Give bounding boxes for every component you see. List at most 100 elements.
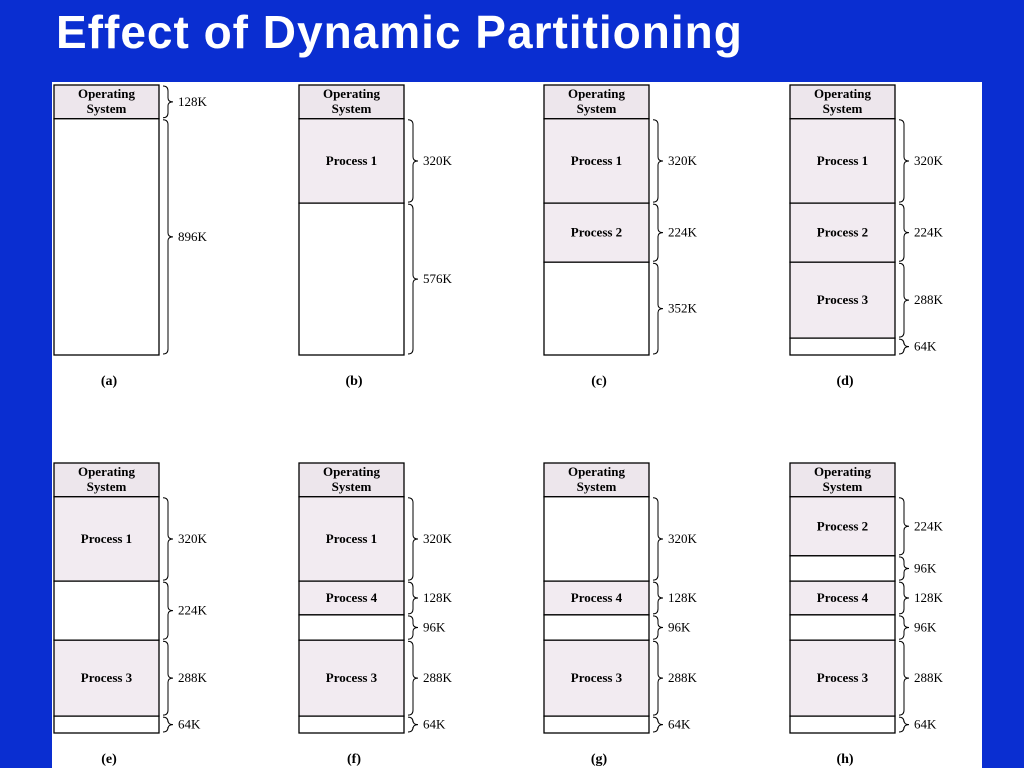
free-block <box>543 261 650 356</box>
os-block <box>789 462 896 498</box>
size-brace <box>652 262 664 355</box>
process-block <box>543 202 650 263</box>
free-block <box>789 614 896 641</box>
size-label: 224K <box>178 603 208 618</box>
os-label: Operating <box>323 86 381 101</box>
size-label: 64K <box>914 717 937 732</box>
size-label: 288K <box>423 670 453 685</box>
size-label: 96K <box>914 560 937 575</box>
free-block <box>789 337 896 356</box>
os-label: Operating <box>814 86 872 101</box>
size-label: 320K <box>914 153 944 168</box>
panel-caption: (g) <box>591 752 608 767</box>
size-label: 288K <box>668 670 698 685</box>
size-label: 64K <box>178 717 201 732</box>
free-block <box>543 496 650 582</box>
size-brace <box>652 581 664 615</box>
panel-caption: (a) <box>101 374 118 389</box>
os-label: System <box>577 479 617 494</box>
process-label: Process 1 <box>326 153 377 168</box>
os-label: System <box>332 479 372 494</box>
os-label: System <box>577 101 617 116</box>
process-label: Process 4 <box>326 590 378 605</box>
process-block <box>789 118 896 204</box>
size-brace <box>162 119 174 355</box>
panel-caption: (h) <box>836 752 853 767</box>
panel-caption: (f) <box>347 752 361 767</box>
size-brace <box>898 581 910 615</box>
os-label: System <box>823 101 863 116</box>
size-label: 320K <box>178 531 208 546</box>
free-block <box>789 555 896 582</box>
process-block <box>298 118 405 204</box>
size-label: 320K <box>668 531 698 546</box>
size-label: 224K <box>914 225 944 240</box>
size-brace <box>162 85 174 119</box>
size-label: 224K <box>914 518 944 533</box>
size-label: 128K <box>178 94 208 109</box>
process-block <box>789 580 896 616</box>
size-brace <box>898 640 910 716</box>
size-brace <box>407 716 419 733</box>
size-brace <box>898 556 910 581</box>
free-block <box>298 715 405 734</box>
process-label: Process 3 <box>326 670 378 685</box>
os-label: Operating <box>323 464 381 479</box>
free-block <box>53 118 160 356</box>
size-label: 896K <box>178 229 208 244</box>
size-brace <box>898 119 910 203</box>
size-label: 288K <box>914 670 944 685</box>
size-label: 224K <box>668 225 698 240</box>
process-label: Process 1 <box>817 153 868 168</box>
size-label: 320K <box>668 153 698 168</box>
size-brace <box>652 497 664 581</box>
process-label: Process 3 <box>571 670 623 685</box>
size-brace <box>407 497 419 581</box>
size-label: 320K <box>423 153 453 168</box>
size-brace <box>898 497 910 556</box>
size-label: 96K <box>423 620 446 635</box>
free-block <box>53 580 160 641</box>
size-brace <box>652 615 664 640</box>
free-block <box>543 715 650 734</box>
process-label: Process 2 <box>571 225 622 240</box>
process-label: Process 3 <box>817 670 869 685</box>
free-block <box>789 715 896 734</box>
size-brace <box>407 581 419 615</box>
process-block <box>543 639 650 717</box>
process-label: Process 2 <box>817 518 868 533</box>
os-block <box>543 84 650 120</box>
size-label: 288K <box>914 292 944 307</box>
size-brace <box>407 119 419 203</box>
panel-caption: (e) <box>101 752 117 767</box>
process-block <box>53 496 160 582</box>
panel-caption: (d) <box>836 374 853 389</box>
process-block <box>543 580 650 616</box>
process-block <box>298 639 405 717</box>
process-block <box>789 496 896 557</box>
size-label: 320K <box>423 531 453 546</box>
free-block <box>298 202 405 356</box>
free-block <box>53 715 160 734</box>
process-block <box>789 639 896 717</box>
size-brace <box>898 615 910 640</box>
os-block <box>543 462 650 498</box>
os-block <box>53 84 160 120</box>
size-label: 352K <box>668 301 698 316</box>
os-label: Operating <box>568 86 626 101</box>
process-label: Process 3 <box>817 292 869 307</box>
os-label: Operating <box>568 464 626 479</box>
size-brace <box>162 716 174 733</box>
os-block <box>298 84 405 120</box>
os-label: System <box>87 101 127 116</box>
size-label: 96K <box>914 620 937 635</box>
size-brace <box>652 716 664 733</box>
os-label: Operating <box>78 464 136 479</box>
size-label: 288K <box>178 670 208 685</box>
os-label: System <box>823 479 863 494</box>
process-label: Process 4 <box>817 590 869 605</box>
